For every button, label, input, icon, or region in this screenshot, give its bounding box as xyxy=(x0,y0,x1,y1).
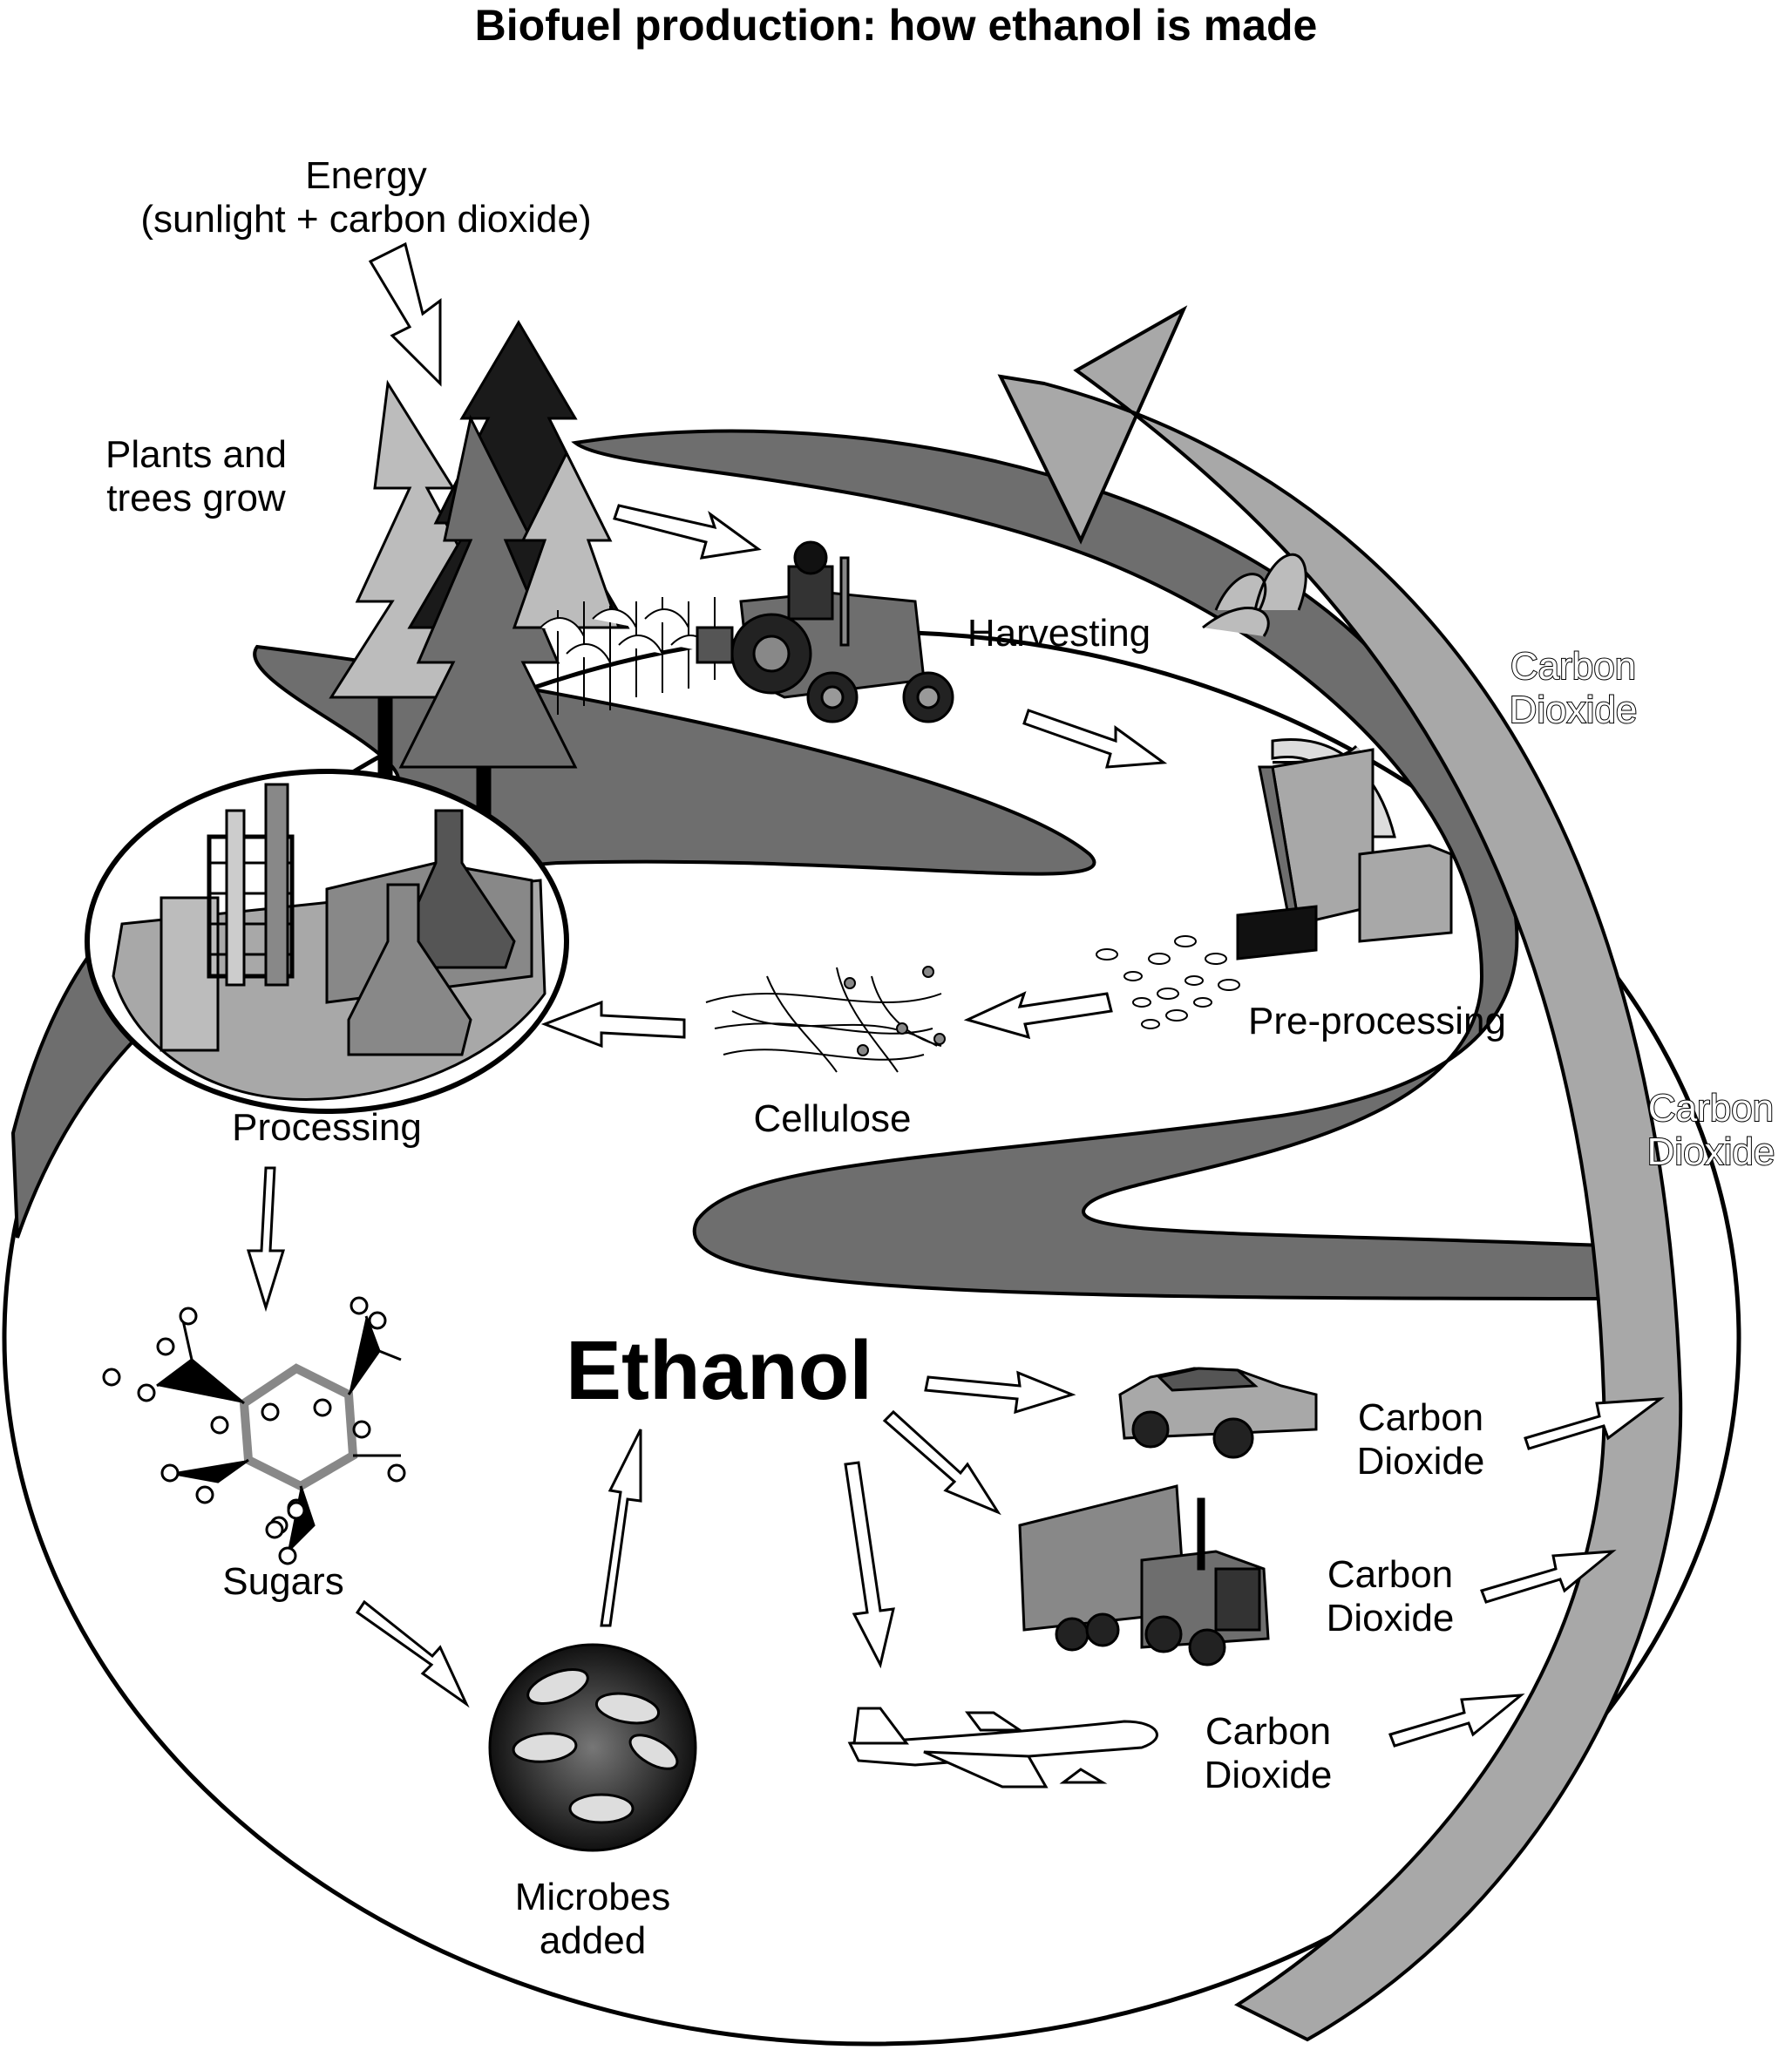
label-microbes-line1: Microbes xyxy=(514,1876,671,1918)
label-co2-truck-line1: Carbon xyxy=(1327,1553,1454,1596)
label-microbes-added: Microbes added xyxy=(471,1878,715,1960)
label-co2-right-line1: Carbon xyxy=(1647,1087,1775,1130)
arrow-microbes-to-ethanol xyxy=(600,1429,642,1627)
arrow-preprocess-to-cellulose xyxy=(963,991,1113,1040)
label-co2-upper-line2: Dioxide xyxy=(1509,689,1639,731)
label-cellulose: Cellulose xyxy=(753,1097,912,1140)
label-co2-right-line2: Dioxide xyxy=(1646,1130,1776,1173)
tractor-icon xyxy=(696,540,954,723)
arrow-trees-to-harvest xyxy=(613,504,762,560)
label-plants-line2: trees grow xyxy=(106,477,286,519)
truck-icon xyxy=(1018,1484,1270,1666)
crops-icon xyxy=(540,597,716,715)
arrow-ethanol-to-plane xyxy=(844,1461,895,1669)
arrow-plane-co2 xyxy=(1388,1694,1525,1748)
microbes-icon xyxy=(488,1643,697,1852)
label-ethanol: Ethanol xyxy=(566,1324,872,1417)
trees-icon xyxy=(329,320,630,830)
label-energy-line1: Energy xyxy=(305,154,427,197)
arrow-harvest-to-preprocess xyxy=(1022,709,1168,769)
cellulose-icon xyxy=(705,966,946,1073)
label-co2-plane-line1: Carbon xyxy=(1205,1710,1332,1753)
label-microbes-line2: added xyxy=(539,1919,647,1962)
label-energy-line2: (sunlight + carbon dioxide) xyxy=(140,198,592,241)
label-co2-upper-line1: Carbon xyxy=(1510,645,1637,688)
airplane-icon xyxy=(847,1707,1158,1789)
label-plants-trees-grow: Plants and trees grow xyxy=(83,436,309,518)
arrow-car-co2 xyxy=(1524,1397,1665,1450)
processing-plant-icon xyxy=(85,769,569,1114)
label-sugars: Sugars xyxy=(222,1560,344,1603)
arrow-ethanol-to-truck xyxy=(882,1409,1001,1516)
co2-return-arrow xyxy=(997,305,1683,2042)
label-energy: Energy (sunlight + carbon dioxide) xyxy=(87,157,645,239)
arrow-ethanol-to-car xyxy=(924,1370,1076,1415)
label-co2-car-line1: Carbon xyxy=(1357,1396,1484,1439)
label-co2-truck-line2: Dioxide xyxy=(1326,1597,1455,1639)
arrow-cellulose-to-processing xyxy=(540,1000,686,1049)
preprocessing-machine-icon xyxy=(1202,553,1453,961)
arrow-truck-co2 xyxy=(1480,1550,1617,1604)
label-co2-car-line2: Dioxide xyxy=(1356,1440,1485,1483)
car-icon xyxy=(1118,1367,1318,1459)
sugar-molecule-icon xyxy=(102,1296,406,1565)
arrow-energy-to-trees xyxy=(368,241,442,387)
diagram-title: Biofuel production: how ethanol is made xyxy=(474,1,1318,50)
label-co2-upper: Carbon Dioxide xyxy=(1482,645,1665,731)
label-co2-right: Carbon Dioxide xyxy=(1630,1087,1792,1173)
label-co2-car: Carbon Dioxide xyxy=(1329,1399,1512,1481)
process-arrows xyxy=(246,241,1665,1748)
label-co2-truck: Carbon Dioxide xyxy=(1299,1556,1482,1638)
label-co2-plane: Carbon Dioxide xyxy=(1177,1713,1360,1795)
label-processing: Processing xyxy=(232,1106,422,1149)
label-plants-line1: Plants and xyxy=(105,433,287,476)
arrow-sugars-to-microbes xyxy=(355,1599,470,1708)
label-co2-plane-line2: Dioxide xyxy=(1204,1754,1333,1796)
label-harvesting: Harvesting xyxy=(967,612,1151,655)
chips-icon xyxy=(1096,935,1240,1029)
arrow-processing-to-sugars xyxy=(246,1166,286,1313)
label-preprocessing: Pre-processing xyxy=(1248,1000,1506,1042)
